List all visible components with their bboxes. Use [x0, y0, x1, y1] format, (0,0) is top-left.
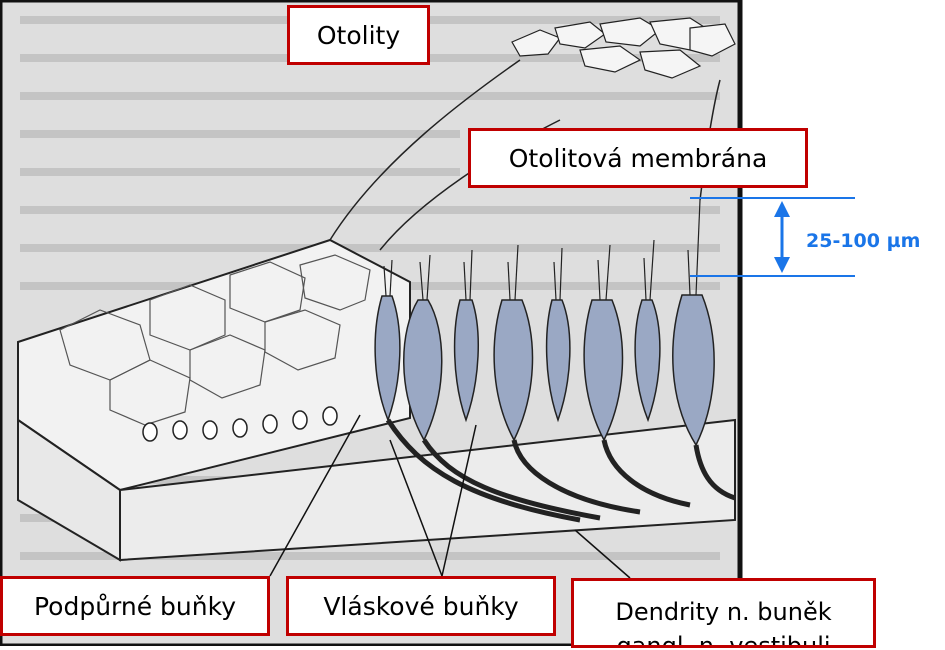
label-vlaskove-bunky-text: Vláskové buňky	[323, 592, 518, 621]
label-otolity-text: Otolity	[317, 21, 400, 50]
label-otolitova-membrana-text: Otolitová membrána	[509, 144, 768, 173]
label-otolity: Otolity	[287, 5, 430, 65]
measure-arrow-head-up	[774, 201, 790, 217]
label-dendrity-line2: gangl. n. vestibuli	[616, 629, 830, 648]
label-podpurne-bunky: Podpůrné buňky	[0, 576, 270, 636]
label-podpurne-bunky-text: Podpůrné buňky	[34, 592, 236, 621]
label-otolitova-membrana: Otolitová membrána	[468, 128, 808, 188]
measure-arrow-head-down	[774, 257, 790, 273]
label-dendrity: Dendrity n. buněk gangl. n. vestibuli	[571, 578, 876, 648]
label-vlaskove-bunky: Vláskové buňky	[286, 576, 556, 636]
label-dendrity-line1: Dendrity n. buněk	[615, 595, 831, 629]
measurement-label: 25-100 µm	[806, 230, 920, 252]
